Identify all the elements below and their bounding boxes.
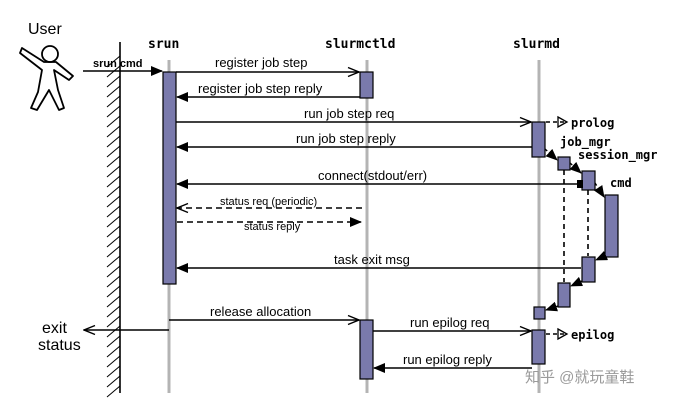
spawn-session-mgr-arrow [569,161,582,174]
run-epilog-reply-label: run epilog reply [403,352,492,367]
hatch-line [106,355,121,368]
hatch-line [106,345,121,358]
slurmd-activation-3 [531,329,546,365]
epilog-label: epilog [571,328,614,342]
cmd-exit-arrow [595,250,609,261]
hatch-line [106,105,121,118]
system-boundary [106,42,121,398]
hatch-line [106,265,121,278]
job-mgr-label: job_mgr [560,135,611,150]
register-job-step-label: register job step [215,55,308,70]
hatch-line [106,85,121,98]
status-reply-label: status reply [244,221,301,233]
task-exit-msg-label: task exit msg [334,252,410,267]
hatch-line [106,135,121,148]
slurmd-activation-1 [531,121,546,158]
hatch-line [106,275,121,288]
hatch-line [106,115,121,128]
slurmctld-activation-2 [359,319,374,380]
hatch-line [106,295,121,308]
hatch-line [106,245,121,258]
run-epilog-req-label: run epilog req [410,315,490,330]
hatch-line [106,215,121,228]
spawn-job-mgr-arrow [544,148,558,161]
hatch-line [106,385,121,398]
spawn-cmd-arrow [593,182,605,198]
release-allocation-label: release allocation [210,304,311,319]
srun-header: srun [148,37,179,52]
hatch-line [106,375,121,388]
status-req-label: status req (periodic) [220,196,317,208]
cmd-label: cmd [610,176,632,190]
run-job-step-req-label: run job step req [304,106,394,121]
slurmctld-header: slurmctld [325,37,395,52]
hatch-line [106,165,121,178]
register-job-step-reply-label: register job step reply [198,81,323,96]
hatch-line [106,75,121,88]
hatch-line [106,145,121,158]
hatch-line [106,205,121,218]
connect-origin-marker [577,180,583,188]
hatch-line [106,125,121,138]
slurmd-activation-2 [533,306,546,320]
job-mgr-activation-1 [557,156,571,171]
hatch-line [106,285,121,298]
srun-activation [162,71,177,285]
session-mgr-exit-arrow [570,276,584,287]
hatch-line [106,315,121,328]
hatch-line [106,195,121,208]
user-label: User [28,21,62,38]
watermark-text: 知乎 @就玩童鞋 [525,368,634,386]
hatch-line [106,335,121,348]
prolog-label: prolog [571,116,614,130]
hatch-line [106,365,121,378]
hatch-line [106,175,121,188]
hatch-line [106,95,121,108]
prolog-arrowhead [557,115,569,129]
hatch-line [106,55,121,68]
session-mgr-activation-1 [581,170,596,191]
user-stick-figure [19,45,74,111]
epilog-arrowhead [557,327,569,341]
hatch-line [106,155,121,168]
exit-label: exit [42,320,67,337]
connect-label: connect(stdout/err) [318,168,427,183]
session-mgr-label: session_mgr [578,148,657,163]
hatch-line [106,255,121,268]
run-job-step-reply-label: run job step reply [296,131,396,146]
hatch-line [106,235,121,248]
session-mgr-activation-2 [581,256,596,283]
hatch-line [106,185,121,198]
slurmd-header: slurmd [513,37,560,52]
hatch-line [106,325,121,338]
srun-cmd-label: srun cmd [93,58,143,70]
job-mgr-exit-arrow [545,301,559,312]
hatch-line [106,225,121,238]
cmd-activation [604,194,619,258]
slurmctld-activation-1 [359,71,374,99]
job-mgr-activation-2 [557,282,571,308]
status-label: status [38,337,81,354]
hatch-line [106,305,121,318]
